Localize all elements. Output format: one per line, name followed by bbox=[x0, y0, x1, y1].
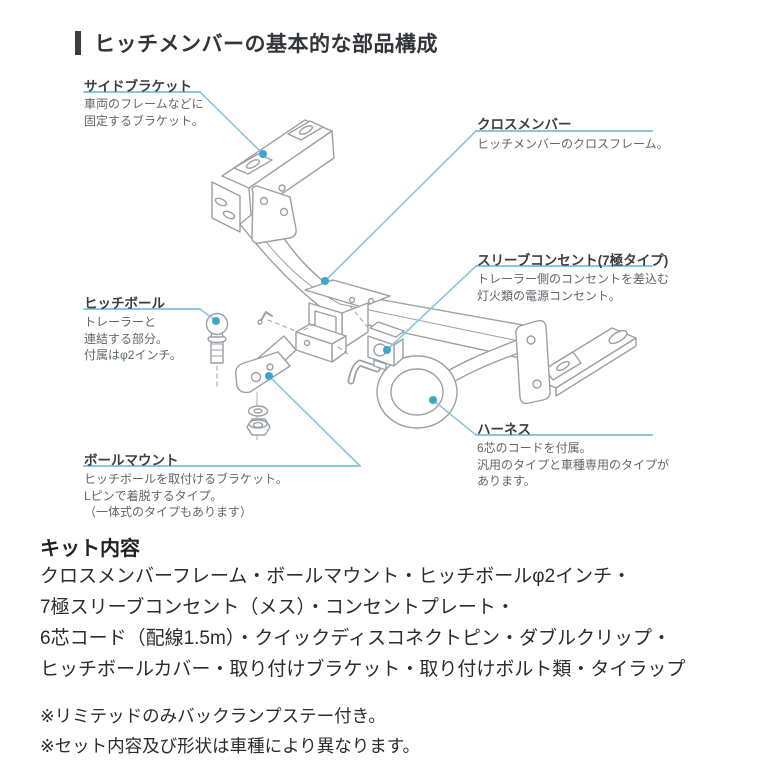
label-cross-member-desc: ヒッチメンバーのクロスフレーム。 bbox=[477, 137, 669, 151]
label-side-bracket-title: サイドブラケット bbox=[84, 79, 192, 94]
harness-part bbox=[376, 329, 546, 429]
title-accent-bar bbox=[75, 31, 81, 55]
l-pin-part bbox=[347, 359, 381, 385]
cross-member-leader bbox=[324, 130, 653, 282]
side-bracket-leader bbox=[83, 91, 264, 155]
kit-contents-line: 6芯コード（配線1.5m）・クイックディスコネクトピン・ダブルクリップ・ bbox=[40, 628, 671, 649]
section-title-row: ヒッチメンバーの基本的な部品構成 bbox=[75, 28, 438, 58]
alignment-guides bbox=[216, 305, 371, 389]
sleeve-outlet-leader bbox=[386, 265, 653, 351]
label-ball-mount-title: ボールマウント bbox=[84, 453, 179, 468]
label-harness-title: ハーネス bbox=[477, 422, 531, 437]
kit-contents-line: 7極スリーブコンセント（メス）・コンセントプレート・ bbox=[40, 597, 515, 618]
ball-mount-part bbox=[234, 323, 347, 441]
cross-member-part bbox=[239, 205, 546, 364]
ball-mount-dot bbox=[265, 372, 273, 380]
ball-mount-leader bbox=[83, 375, 361, 467]
page-title: ヒッチメンバーの基本的な部品構成 bbox=[94, 33, 438, 56]
label-side-bracket-desc: 車両のフレームなどに 固定するブラケット。 bbox=[84, 97, 204, 128]
callout-leaders bbox=[83, 91, 653, 467]
right-bracket-part bbox=[515, 319, 637, 405]
hitch-assembly-drawing bbox=[83, 91, 653, 467]
cross-member-dot bbox=[321, 277, 329, 285]
tube-mount-plate bbox=[251, 185, 297, 244]
kit-contents-line: ヒッチボールカバー・取り付けブラケット・取り付けボルト類・タイラップ bbox=[40, 659, 686, 680]
harness-dot bbox=[429, 396, 437, 404]
label-sleeve-outlet-title: スリーブコンセント(7極タイプ) bbox=[477, 253, 669, 268]
footnote: ※セット内容及び形状は車種により異なります。 bbox=[40, 736, 421, 756]
label-sleeve-outlet-desc: トレーラー側のコンセントを差込む 灯火類の電源コンセント。 bbox=[477, 272, 670, 303]
label-cross-member-title: クロスメンバー bbox=[477, 117, 572, 132]
kit-contents-line: クロスメンバーフレーム・ボールマウント・ヒッチボールφ2インチ・ bbox=[40, 566, 632, 587]
side-bracket-dot bbox=[259, 150, 267, 158]
label-harness-desc: 6芯のコードを付属。 汎用のタイプと車種専用のタイプが あります。 bbox=[477, 441, 670, 488]
label-hitch-ball-desc: トレーラーと 連結する部分。 付属はφ2インチ。 bbox=[84, 315, 182, 362]
kit-contents-heading: キット内容 bbox=[40, 538, 140, 560]
hitch-ball-dot bbox=[212, 317, 220, 325]
footnote: ※リミテッドのみバックランプステー付き。 bbox=[40, 706, 386, 726]
label-hitch-ball-title: ヒッチボール bbox=[84, 296, 165, 311]
harness-leader bbox=[432, 399, 653, 436]
label-ball-mount-desc: ヒッチボールを取付けるブラケット。 Lピンで着脱するタイプ。 （一体式のタイプも… bbox=[84, 472, 288, 519]
clip-pin-part bbox=[257, 311, 273, 325]
sleeve-outlet-dot bbox=[383, 346, 391, 354]
sleeve-outlet-part bbox=[367, 321, 405, 371]
